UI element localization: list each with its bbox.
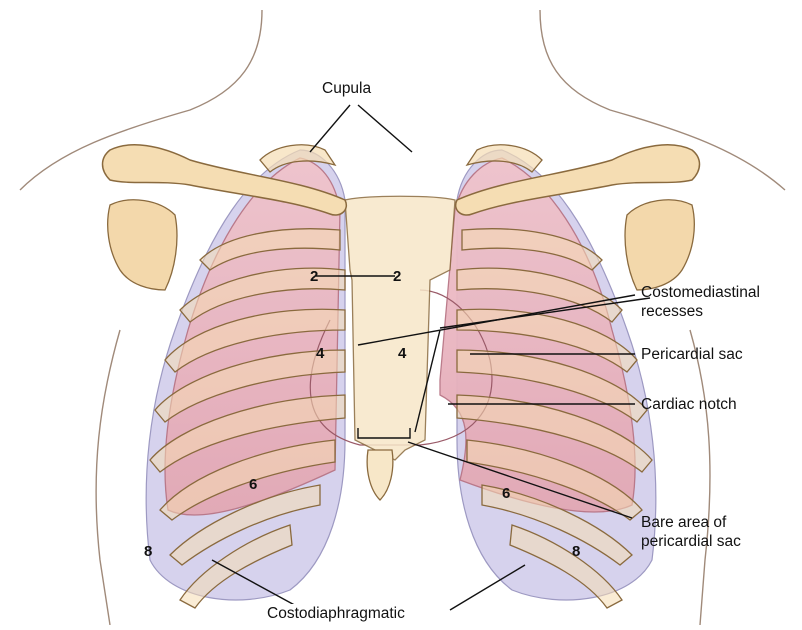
rib-number-right-4: 4 xyxy=(398,345,406,362)
rib-number-right-8: 8 xyxy=(572,543,580,560)
rib-number-left-2: 2 xyxy=(310,268,318,285)
label-bare-area-line1: Bare area of xyxy=(641,513,726,532)
label-cardiac-notch: Cardiac notch xyxy=(641,395,737,414)
label-pericardial-sac: Pericardial sac xyxy=(641,345,743,364)
label-costomediastinal-recesses-line1: Costomediastinal xyxy=(641,283,760,302)
label-bare-area-line2: pericardial sac xyxy=(641,532,741,551)
rib-number-left-6: 6 xyxy=(249,476,257,493)
label-costomediastinal-recesses-line2: recesses xyxy=(641,302,703,321)
rib-number-left-4: 4 xyxy=(316,345,324,362)
rib-number-left-8: 8 xyxy=(144,543,152,560)
label-costodiaphragmatic: Costodiaphragmatic xyxy=(265,604,407,623)
rib-number-right-2: 2 xyxy=(393,268,401,285)
rib-number-right-6: 6 xyxy=(502,485,510,502)
label-cupula: Cupula xyxy=(322,79,371,98)
